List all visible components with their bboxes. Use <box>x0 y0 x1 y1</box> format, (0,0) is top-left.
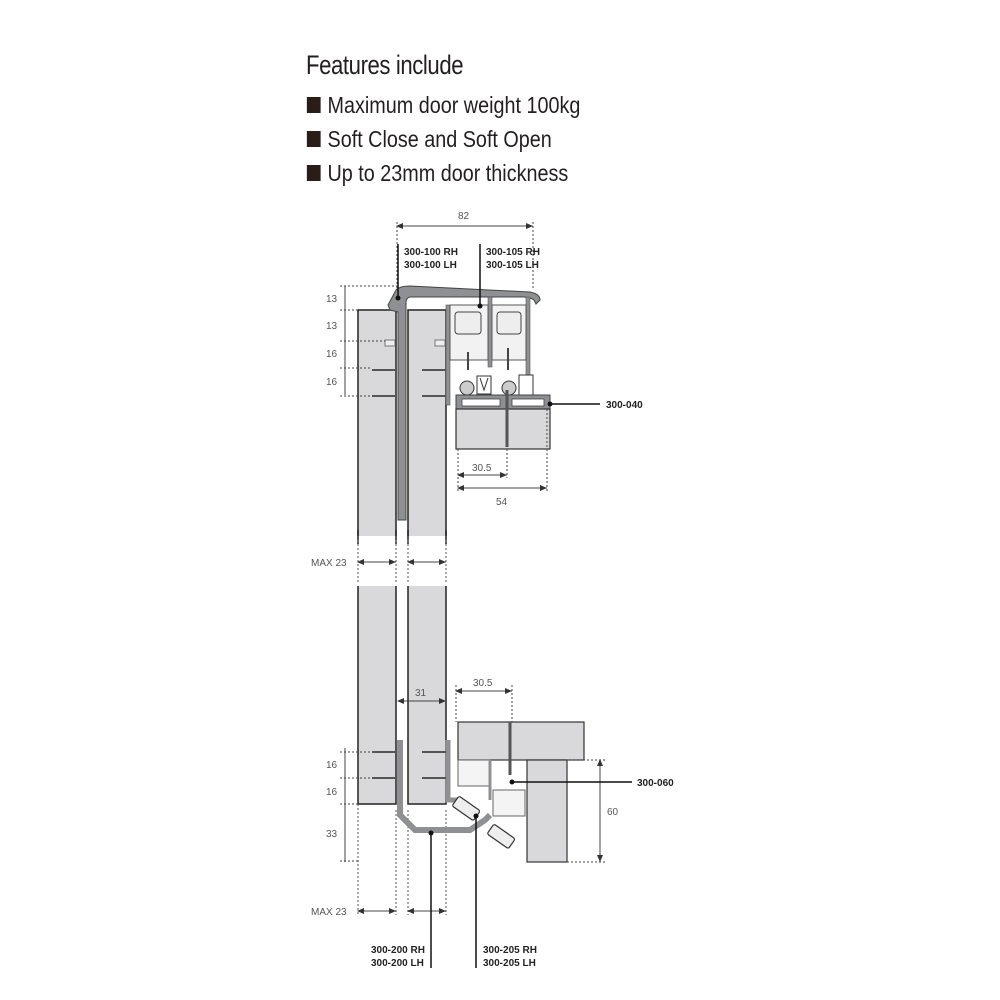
part-label: 300-100 LH <box>404 260 457 271</box>
square-bullet-icon <box>306 165 321 181</box>
dim-label: 16 <box>326 377 338 388</box>
feature-item: Soft Close and Soft Open <box>306 122 580 156</box>
inner-door-upper <box>407 309 447 539</box>
feature-text: Maximum door weight 100kg <box>327 91 581 118</box>
dim-label: 13 <box>326 294 338 305</box>
features-title: Features include <box>306 50 464 80</box>
inner-door-lower <box>407 583 447 805</box>
dim-label: MAX 23 <box>311 558 347 569</box>
dimension-lines <box>340 222 606 914</box>
screws-bottom <box>372 751 446 779</box>
dim-label: 13 <box>326 321 338 332</box>
square-bullet-icon <box>306 97 321 113</box>
dim-label: 31 <box>415 688 427 699</box>
part-label: 300-100 RH <box>404 247 458 258</box>
feature-item: Up to 23mm door thickness <box>306 156 580 190</box>
feature-item: Maximum door weight 100kg <box>306 88 580 122</box>
dim-label: 33 <box>326 829 338 840</box>
part-label: 300-200 RH <box>371 945 425 956</box>
part-label: 300-105 LH <box>486 260 539 271</box>
feature-text: Up to 23mm door thickness <box>327 159 569 186</box>
dim-label: MAX 23 <box>311 907 347 918</box>
part-leaders <box>397 244 632 968</box>
door-panels <box>356 309 450 805</box>
outer-door-upper <box>357 309 397 539</box>
part-label: 300-040 <box>606 400 643 411</box>
dim-label: 30.5 <box>473 678 493 689</box>
dim-label: 54 <box>496 497 508 508</box>
part-label: 300-205 RH <box>483 945 537 956</box>
part-label: 300-205 LH <box>483 958 536 969</box>
top-profile <box>387 285 551 521</box>
part-label: 300-060 <box>637 778 674 789</box>
dim-label: 16 <box>326 760 338 771</box>
part-label: 300-200 LH <box>371 958 424 969</box>
dim-label: 16 <box>326 787 338 798</box>
screws-top <box>372 339 446 397</box>
dim-82: 82 <box>458 211 470 222</box>
outer-door-lower <box>357 583 397 805</box>
feature-text: Soft Close and Soft Open <box>327 125 552 152</box>
dim-label: 30.5 <box>472 463 492 474</box>
features-list: Maximum door weight 100kg Soft Close and… <box>306 88 625 190</box>
bottom-assembly <box>397 721 585 863</box>
square-bullet-icon <box>306 131 321 147</box>
dim-label: 16 <box>326 349 338 360</box>
features-block: Features include Maximum door weight 100… <box>306 48 625 190</box>
part-label: 300-105 RH <box>486 247 540 258</box>
dim-label: 60 <box>607 807 619 818</box>
